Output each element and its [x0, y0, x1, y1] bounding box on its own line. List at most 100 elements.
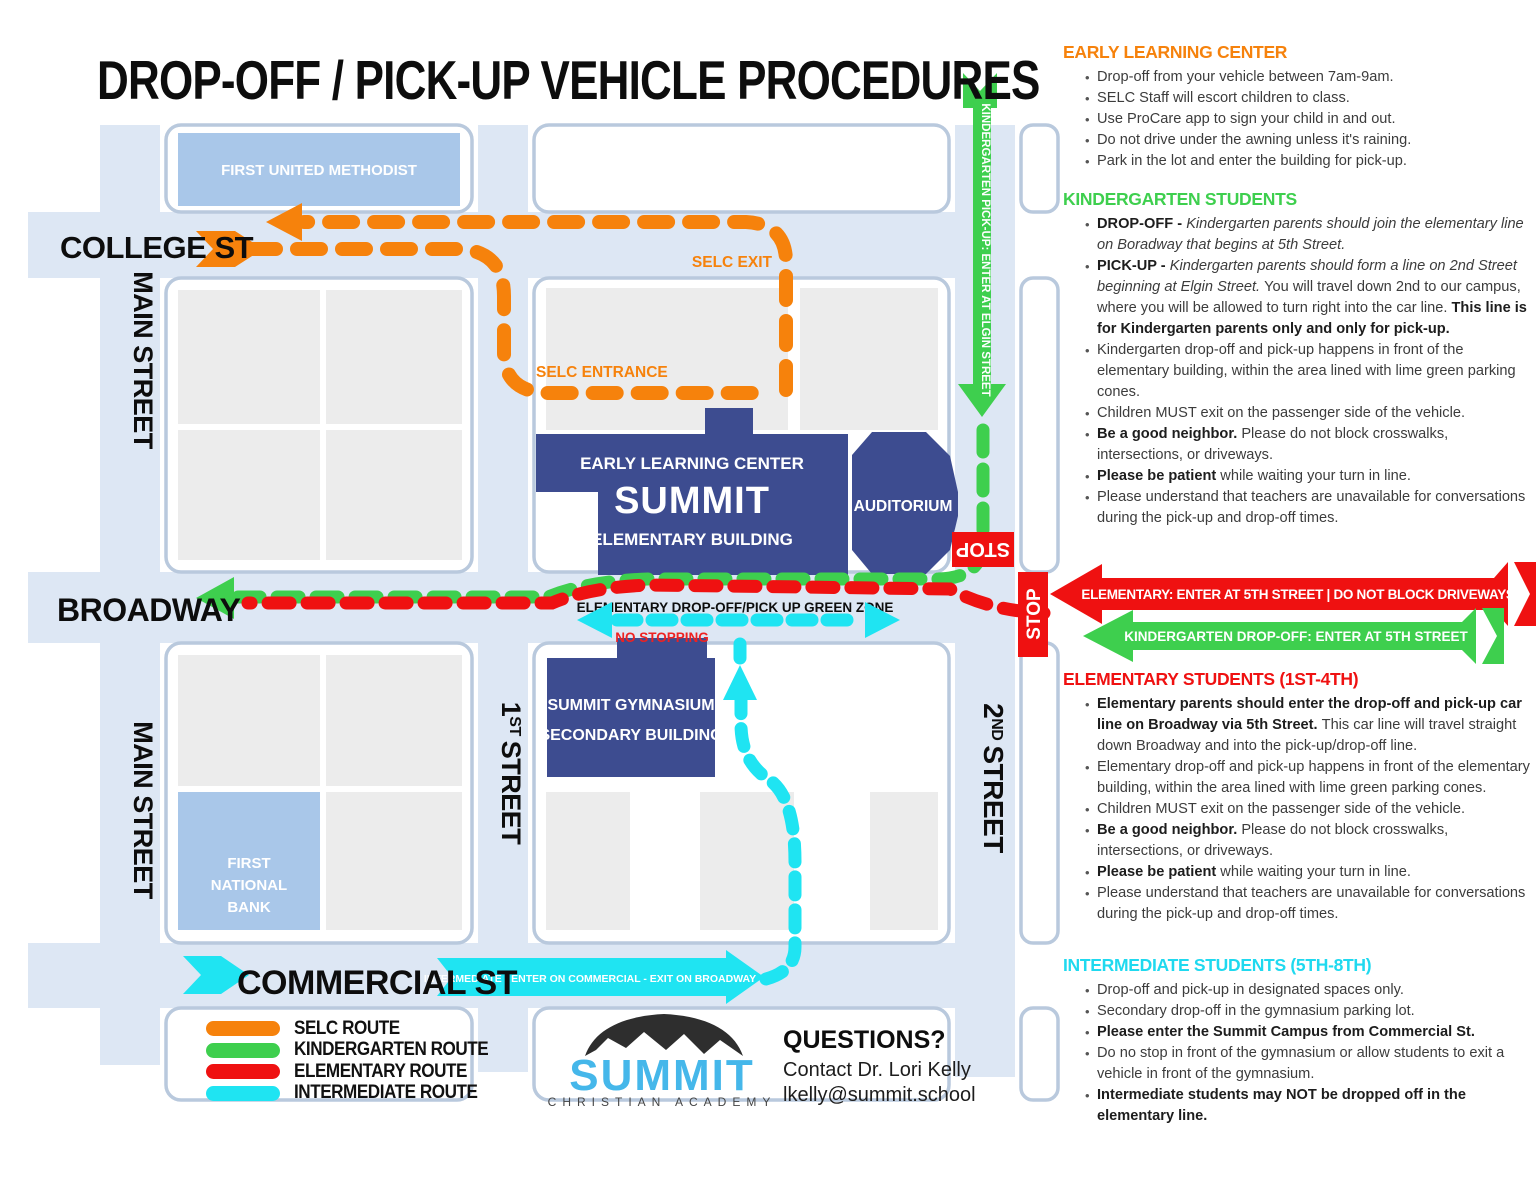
legend-route-label: KINDERGARTEN ROUTE [294, 1039, 489, 1061]
street-labels: COLLEGE ST BROADWAY COMMERCIAL ST MAIN S… [57, 230, 1009, 1002]
questions-email: lkelly@summit.school [783, 1084, 976, 1106]
bullet-item: • Kindergarten drop-off and pick-up happe… [1085, 340, 1531, 403]
green-zone-label: ELEMENTARY DROP-OFF/PICK UP GREEN ZONE [577, 600, 894, 615]
bullet-text-segment: You will travel down 2nd to our campus, … [1097, 279, 1521, 316]
bullet-text-segment: Kindergarten drop-off and pick-up happen… [1097, 342, 1516, 400]
bullet-marker: • [1085, 406, 1090, 421]
broadway-label: BROADWAY [57, 592, 240, 628]
college-st-label: COLLEGE ST [60, 230, 254, 265]
kindergarten-pickup-arrow: KINDERGARTEN PICK-UP: ENTER AT ELGIN STR… [958, 73, 1006, 417]
intermediate-banner-arrow [437, 950, 764, 1004]
elementary-banner-text: ELEMENTARY: ENTER AT 5TH STREET | DO NOT… [1081, 587, 1515, 602]
gym-label-1: SUMMIT GYMNASIUM [547, 697, 714, 714]
bullet-text-segment: Drop-off and pick-up in designated space… [1097, 982, 1404, 998]
bullet-text-segment: Kindergarten parents should join the ele… [1097, 216, 1524, 253]
bullet-text-segment: Please do not block crosswalks, intersec… [1097, 822, 1449, 859]
section-bullet-list: •Drop-off from your vehicle between 7am-… [1063, 67, 1531, 172]
bullet-marker: • [1085, 259, 1090, 274]
bullet-item: • Please be patient while waiting your tu… [1085, 466, 1531, 487]
bullet-marker: • [1085, 886, 1090, 901]
questions-contact: Contact Dr. Lori Kelly [783, 1059, 971, 1081]
questions-block: QUESTIONS? Contact Dr. Lori Kelly lkelly… [783, 1026, 976, 1106]
first-national-bank: FIRST NATIONAL BANK [178, 792, 320, 930]
selc-start-arrow [196, 231, 263, 267]
bullet-text-segment: Please do not block crosswalks, intersec… [1097, 426, 1449, 463]
section-bullet-list: • Drop-off and pick-up in designated spac… [1063, 980, 1531, 1127]
bullet-item: •Please be patient while waiting your tu… [1085, 862, 1531, 883]
bullet-marker: • [1085, 217, 1090, 232]
sidebar-section: INTERMEDIATE STUDENTS (5TH-8TH) • Drop-off… [1063, 955, 1531, 1127]
elc-label: EARLY LEARNING CENTER [580, 454, 804, 473]
bullet-text-segment: Please be patient [1097, 864, 1221, 880]
mountain-icon [585, 1014, 743, 1056]
bullet-item: •Secondary drop-off in the gymnasium par… [1085, 1001, 1531, 1022]
bank-label-1: FIRST [227, 855, 270, 872]
gray-buildings [178, 288, 938, 930]
bullet-item: •Please understand that teachers are una… [1085, 487, 1531, 529]
bullet-marker: • [1085, 802, 1090, 817]
bullet-text-segment: PICK-UP - [1097, 258, 1170, 274]
bullet-text-segment: while waiting your turn in line. [1220, 468, 1411, 484]
bullet-item: •Do not drive under the awning unless it… [1085, 130, 1531, 151]
bullet-text-segment: Use ProCare app to sign your child in an… [1097, 111, 1396, 127]
bullet-text-segment: Kindergarten parents should form a line … [1097, 258, 1517, 295]
bullet-text-segment: Children MUST exit on the passenger side… [1097, 801, 1466, 817]
kg-dropoff-banner-text: KINDERGARTEN DROP-OFF: ENTER AT 5TH STRE… [1124, 629, 1468, 644]
bullet-marker: • [1085, 865, 1090, 880]
bank-label-2: NATIONAL [211, 877, 287, 894]
bullet-item: • Children MUST exit on the passenger sid… [1085, 403, 1531, 424]
bullet-item: •Be a good neighbor. Please do not block… [1085, 424, 1531, 466]
stop-signs: STOP STOP [952, 532, 1048, 657]
sidebar-section: EARLY LEARNING CENTER •Drop-off from your… [1063, 42, 1531, 172]
bullet-text-segment: Be a good neighbor. [1097, 822, 1242, 838]
bullet-marker: • [1085, 427, 1090, 442]
questions-heading: QUESTIONS? [783, 1026, 946, 1054]
bullet-marker: • [1085, 469, 1090, 484]
bullet-text-segment: SELC Staff will escort children to class… [1097, 90, 1350, 106]
auditorium-label: AUDITORIUM [854, 498, 953, 515]
bullet-marker: • [1085, 1088, 1090, 1103]
legend-route-swatch [206, 1021, 280, 1037]
legend-route-swatch [206, 1085, 280, 1101]
bullet-marker: • [1085, 1046, 1090, 1061]
bullet-text-segment: Drop-off from your vehicle between 7am-9… [1097, 69, 1394, 85]
legend-route-label: INTERMEDIATE ROUTE [294, 1082, 478, 1104]
bullet-text-segment: This car line will travel straight down … [1097, 717, 1517, 754]
logo-subtitle: CHRISTIAN ACADEMY [548, 1095, 777, 1109]
bank-label-3: BANK [227, 899, 270, 916]
kg-pickup-banner-text: KINDERGARTEN PICK-UP: ENTER AT ELGIN STR… [979, 103, 991, 396]
bullet-item: •DROP-OFF - Kindergarten parents should … [1085, 214, 1531, 256]
bullet-text-segment: Please understand that teachers are unav… [1097, 885, 1526, 922]
no-stopping-left-arrowhead [577, 602, 612, 638]
bullet-marker: • [1085, 343, 1090, 358]
bullet-item: • Please understand that teachers are una… [1085, 883, 1531, 925]
bullet-text-segment: Children MUST exit on the passenger side… [1097, 405, 1466, 421]
kindergarten-route-arrowhead [196, 577, 234, 619]
intermediate-banner-text: INTERMEDIATE : ENTER ON COMMERCIAL - EXI… [424, 973, 756, 985]
section-heading: ELEMENTARY STUDENTS (1ST-4TH) [1063, 669, 1359, 689]
bullet-item: •Use ProCare app to sign your child in a… [1085, 109, 1531, 130]
legend-item: INTERMEDIATE ROUTE [206, 1082, 510, 1105]
sidebar-section: KINDERGARTEN STUDENTS•DROP-OFF - Kinderg… [1063, 189, 1531, 529]
methodist-building: FIRST UNITED METHODIST [178, 133, 460, 206]
bullet-text-segment: Intermediate students may NOT be dropped… [1097, 1087, 1466, 1124]
main-street-label-bottom: MAIN STREET [128, 721, 158, 900]
bullet-text-segment: Park in the lot and enter the building f… [1097, 153, 1407, 169]
bullet-text-segment: Please be patient [1097, 468, 1221, 484]
bullet-text-segment: Secondary drop-off in the gymnasium park… [1097, 1003, 1415, 1019]
bullet-marker: • [1085, 490, 1090, 505]
selc-exit-arrowhead [266, 203, 302, 241]
legend-route-swatch [206, 1042, 280, 1058]
stop-sign-side: STOP [1024, 588, 1045, 640]
bullet-marker: • [1085, 1025, 1090, 1040]
section-heading: EARLY LEARNING CENTER [1063, 42, 1288, 62]
gym-label-2: SECONDARY BUILDING [539, 727, 722, 744]
bullet-text-segment: Elementary drop-off and pick-up happens … [1097, 759, 1530, 796]
no-stopping-label: NO STOPPING [615, 630, 709, 645]
section-heading: INTERMEDIATE STUDENTS (5TH-8TH) [1063, 955, 1372, 975]
summit-logo: SUMMIT CHRISTIAN ACADEMY [548, 1014, 777, 1109]
no-stopping-right-arrowhead [865, 602, 900, 638]
section-bullet-list: •Elementary parents should enter the dro… [1063, 694, 1531, 925]
